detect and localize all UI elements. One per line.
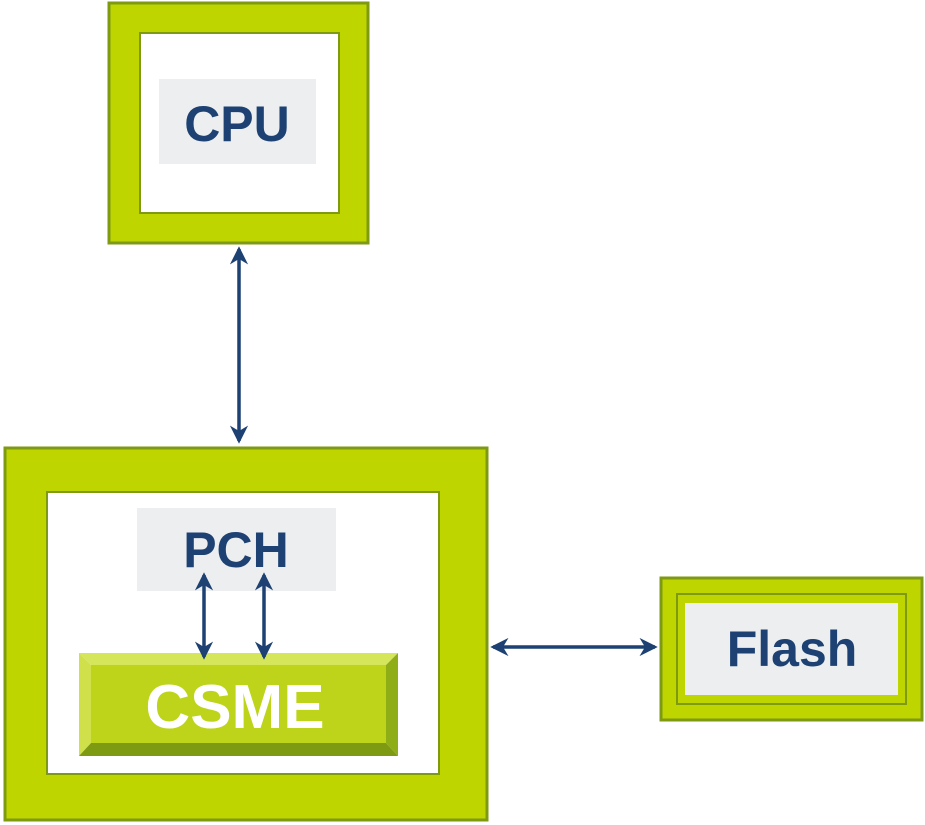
flash-label: Flash (727, 621, 858, 677)
csme-bevel-top (79, 653, 398, 665)
flash-label-panel (685, 603, 898, 695)
cpu-block: CPU (107, 1, 370, 245)
csme-label: CSME (145, 673, 324, 742)
csme-face (91, 665, 386, 743)
pch-block: PCH CSME (3, 446, 489, 822)
pch-label: PCH (183, 522, 289, 578)
cpu-label: CPU (184, 96, 290, 152)
pch-label-panel (137, 508, 336, 591)
cpu-label-panel (159, 79, 316, 164)
csme-chip: CSME (79, 653, 398, 756)
csme-bevel-left (79, 653, 91, 756)
flash-block: Flash (659, 576, 924, 722)
csme-bevel-right (386, 653, 398, 756)
csme-bevel-bottom (79, 743, 398, 756)
